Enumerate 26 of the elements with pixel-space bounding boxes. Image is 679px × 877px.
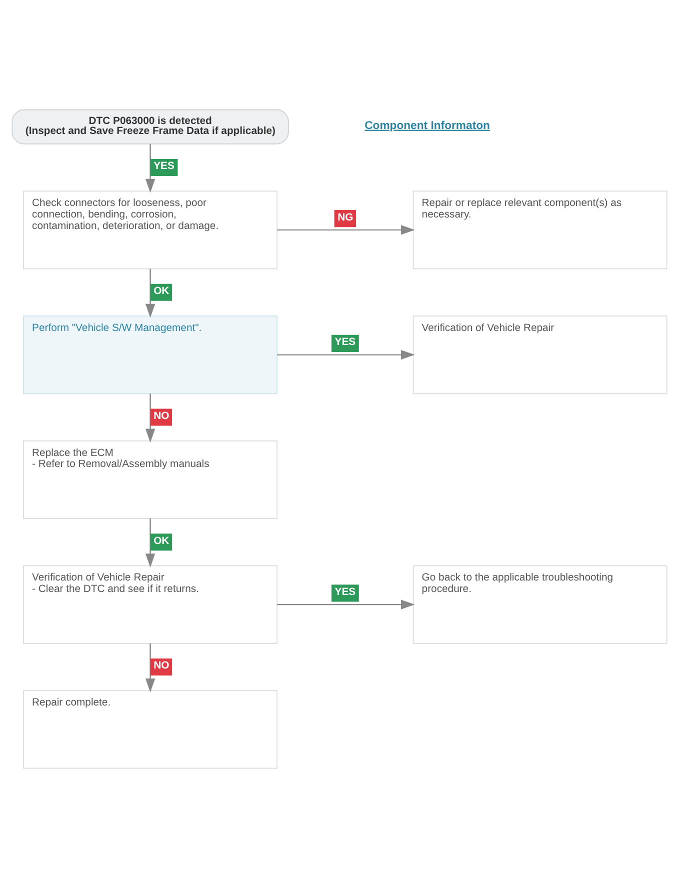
edge-label: NO bbox=[154, 410, 170, 422]
node-box: Go back to the applicable troubleshooting procedure. bbox=[412, 564, 668, 644]
arrow bbox=[145, 144, 156, 192]
edge-label: NO bbox=[154, 660, 170, 672]
arrow bbox=[277, 599, 415, 609]
node-box: Perform "Vehicle S/W Management". bbox=[23, 315, 278, 394]
arrow bbox=[145, 268, 156, 318]
edge-label: NG bbox=[338, 212, 354, 223]
edge-label: YES bbox=[334, 336, 356, 348]
arrow bbox=[277, 224, 415, 234]
edge-label: YES bbox=[334, 586, 356, 598]
label: Component Informaton bbox=[364, 119, 490, 132]
arrow bbox=[145, 518, 156, 567]
arrow bbox=[277, 349, 415, 360]
node-box: Verification of Vehicle Repair bbox=[412, 315, 668, 394]
arrow bbox=[145, 393, 156, 442]
node-box: Verification of Vehicle Repair - Clear the DTC and see if it returns. bbox=[23, 564, 278, 644]
node-box: Replace the ECM - Refer to Removal/Assembly manuals bbox=[23, 440, 278, 518]
edge-label: OK bbox=[154, 535, 170, 546]
arrow bbox=[145, 642, 156, 692]
edge-label: OK bbox=[154, 286, 170, 297]
node-box: Repair complete. bbox=[23, 690, 278, 768]
edge-label: YES bbox=[154, 160, 174, 172]
node-box: Check connectors for looseness, poor connection, bending, corrosion, contamination, deterioration, or damage. bbox=[23, 190, 278, 269]
node-box: DTC P063000 is detected (Inspect and Save Freeze Frame Data if applicable) bbox=[12, 108, 289, 144]
node-box: Repair or replace relevant component(s) as necessary. bbox=[412, 190, 668, 269]
